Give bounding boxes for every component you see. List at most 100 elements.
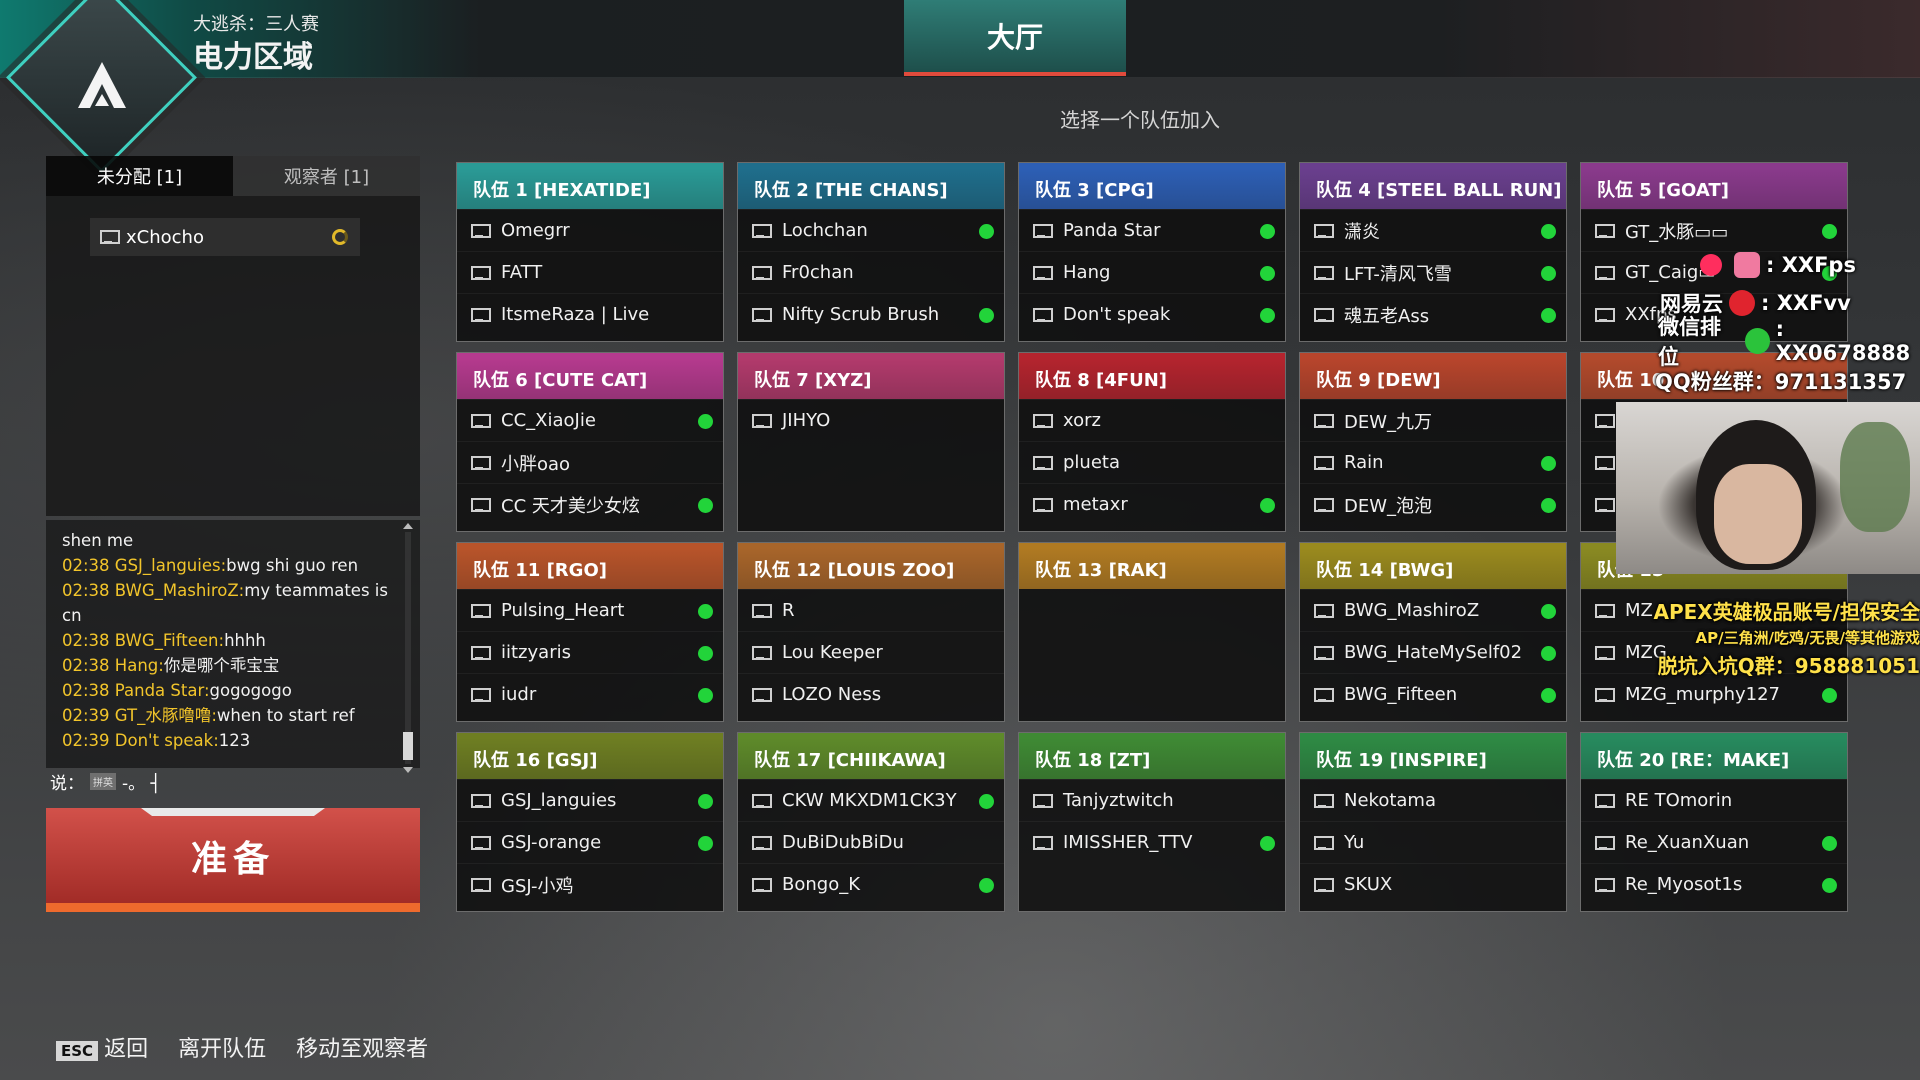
pc-platform-icon (1314, 455, 1334, 470)
team-player-row[interactable]: MZ (1581, 589, 1847, 631)
team-player-row[interactable]: R (738, 589, 1004, 631)
team-player-row[interactable]: 小胖oao (457, 441, 723, 483)
team-player-row[interactable]: DEW_九万 (1300, 399, 1566, 441)
team-player-row[interactable]: GT_水豚▭▭ (1581, 209, 1847, 251)
team-player-row[interactable]: LFT-清风飞雪 (1300, 251, 1566, 293)
team-player-row[interactable]: GSJ-orange (457, 821, 723, 863)
team-name: 队伍 13 [RAK] (1019, 543, 1285, 589)
team-player-row[interactable]: BWG_Fifteen (1300, 673, 1566, 715)
team-player-row[interactable]: DuBiDubBiDu (738, 821, 1004, 863)
player-name: Lou Keeper (782, 642, 883, 663)
leave-team-button[interactable]: 离开队伍 (178, 1037, 267, 1062)
team-name: 队伍 6 [CUTE CAT] (457, 353, 723, 399)
team-player-row[interactable]: IMISSHER_TTV (1019, 821, 1285, 863)
ready-status-icon (1260, 836, 1275, 851)
team-player-row[interactable]: ItsmeRaza | Live (457, 293, 723, 335)
team-player-row[interactable]: Nekotama (1300, 779, 1566, 821)
team-player-row[interactable]: Bongo_K (738, 863, 1004, 905)
player-name: GT_水豚▭▭ (1625, 221, 1729, 243)
team-player-row[interactable]: plueta (1019, 441, 1285, 483)
team-player-row[interactable]: BWG_MashiroZ (1300, 589, 1566, 631)
scrollbar-thumb[interactable] (403, 732, 413, 760)
team-player-row[interactable]: DEW_泡泡 (1300, 483, 1566, 525)
team-player-row[interactable]: 魂五老Ass (1300, 293, 1566, 335)
team-player-row[interactable]: Pulsing_Heart (457, 589, 723, 631)
team-card[interactable]: 队伍 5 [GOAT]GT_水豚▭▭GT_Caig▭XXfps (1580, 162, 1848, 342)
team-player-row[interactable]: Tanjyztwitch (1019, 779, 1285, 821)
pc-platform-icon (1595, 645, 1615, 660)
team-card[interactable]: 队伍 7 [XYZ]JIHYO (737, 352, 1005, 532)
team-player-row[interactable]: Nifty Scrub Brush (738, 293, 1004, 335)
team-player-row[interactable]: Omegrr (457, 209, 723, 251)
tab-spectators[interactable]: 观察者 [1] (233, 156, 420, 196)
tab-lobby[interactable]: 大厅 (904, 0, 1126, 76)
team-player-row[interactable]: FATT (457, 251, 723, 293)
team-player-row[interactable]: xorz (1019, 399, 1285, 441)
team-name: 队伍 10 (1581, 353, 1847, 399)
team-player-row[interactable]: Fr0chan (738, 251, 1004, 293)
unassigned-player[interactable]: xChocho (90, 218, 360, 256)
team-player-row[interactable]: Re_XuanXuan (1581, 821, 1847, 863)
pc-platform-icon (1595, 413, 1615, 428)
team-player-row[interactable]: LOZO Ness (738, 673, 1004, 715)
team-player-row[interactable]: SKUX (1300, 863, 1566, 905)
team-player-row[interactable]: Yu (1300, 821, 1566, 863)
ready-button[interactable]: 准备 (46, 808, 420, 912)
team-player-row[interactable]: GSJ-小鸡 (457, 863, 723, 905)
team-player-row[interactable]: Re_Myosot1s (1581, 863, 1847, 905)
chat-input[interactable]: 说： 拼英 -。 ┤ (46, 768, 420, 794)
team-player-row[interactable]: metaxr (1019, 483, 1285, 525)
pc-platform-icon (1314, 835, 1334, 850)
team-player-row[interactable]: 潇炎 (1300, 209, 1566, 251)
ready-status-icon (698, 604, 713, 619)
team-player-row[interactable] (1581, 399, 1847, 441)
team-player-row[interactable]: GSJ_languies (457, 779, 723, 821)
chat-message: 02:39 GT_水豚噜噜:when to start ref (62, 703, 390, 728)
team-player-row[interactable]: Hang (1019, 251, 1285, 293)
team-card[interactable]: 队伍 13 [RAK] (1018, 542, 1286, 722)
team-player-row[interactable]: Panda Star (1019, 209, 1285, 251)
team-player-row[interactable]: Lou Keeper (738, 631, 1004, 673)
team-player-row[interactable]: CC 天才美少女炫 (457, 483, 723, 525)
team-player-row[interactable]: RE TOmorin (1581, 779, 1847, 821)
player-name: CC_XiaoJie (501, 410, 596, 431)
team-player-row[interactable]: XXfps (1581, 293, 1847, 335)
team-player-row[interactable]: Don't speak (1019, 293, 1285, 335)
ready-status-icon (1260, 308, 1275, 323)
move-to-spectator-button[interactable]: 移动至观察者 (296, 1037, 429, 1062)
team-player-row[interactable]: iitzyaris (457, 631, 723, 673)
team-player-row[interactable]: Lochchan (738, 209, 1004, 251)
chat-scrollbar[interactable] (402, 523, 414, 773)
team-player-row[interactable]: CKW MKXDM1CK3Y (738, 779, 1004, 821)
team-player-row[interactable]: BWG_HateMySelf02 (1300, 631, 1566, 673)
player-name: GT_Caig▭ (1625, 262, 1716, 283)
team-player-row[interactable]: CC_XiaoJie (457, 399, 723, 441)
chat-input-value: -。 ┤ (122, 773, 161, 794)
team-name: 队伍 20 [RE：MAKE] (1581, 733, 1847, 779)
team-player-row[interactable]: Rain (1300, 441, 1566, 483)
team-player-row[interactable]: GT_Caig▭ (1581, 251, 1847, 293)
team-player-row[interactable]: MZG_murphy127 (1581, 673, 1847, 715)
team-player-row[interactable]: MZG (1581, 631, 1847, 673)
pc-platform-icon (1314, 793, 1334, 808)
team-player-row[interactable]: JIHYO (738, 399, 1004, 441)
team-player-row[interactable]: iudr (457, 673, 723, 715)
tab-unassigned[interactable]: 未分配 [1] (46, 156, 233, 196)
